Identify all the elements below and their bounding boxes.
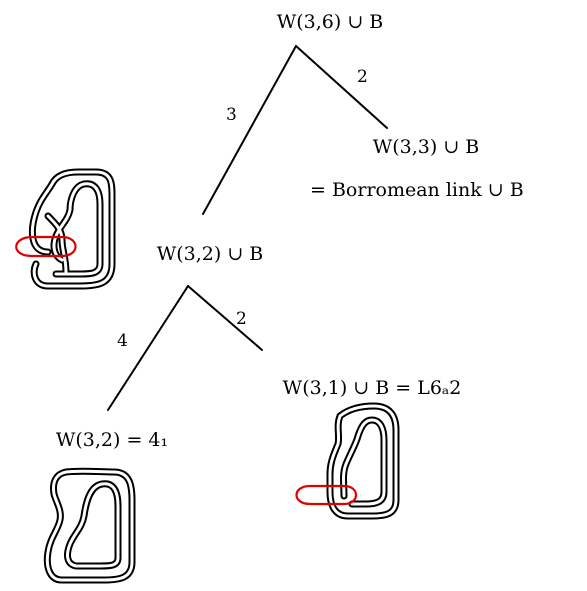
link-w32-figure-eight — [43, 467, 136, 584]
node-w32b-label: W(3,2) ∪ B — [157, 243, 264, 265]
edge-mid-left — [107, 285, 189, 411]
link-w31-union-b — [295, 402, 400, 520]
edge-root-left — [202, 45, 297, 215]
node-w33-label: W(3,3) ∪ B — [373, 136, 480, 158]
edge-weight-root-left: 3 — [226, 105, 237, 125]
component-b-ring — [15, 235, 77, 258]
node-root-label: W(3,6) ∪ B — [277, 11, 384, 33]
edge-weight-mid-right: 2 — [236, 309, 247, 329]
component-b-ring — [295, 484, 358, 506]
edge-weight-root-right: 2 — [357, 67, 368, 87]
link-w32-union-b — [15, 168, 116, 290]
edge-root-right — [295, 45, 388, 129]
edge-mid-right — [187, 285, 263, 351]
edge-weight-mid-left: 4 — [117, 331, 128, 351]
node-w33-equivalence: = Borromean link ∪ B — [310, 179, 524, 201]
node-w32-label: W(3,2) = 4₁ — [56, 429, 168, 451]
node-w31-label: W(3,1) ∪ B = L6ₐ2 — [283, 377, 462, 399]
